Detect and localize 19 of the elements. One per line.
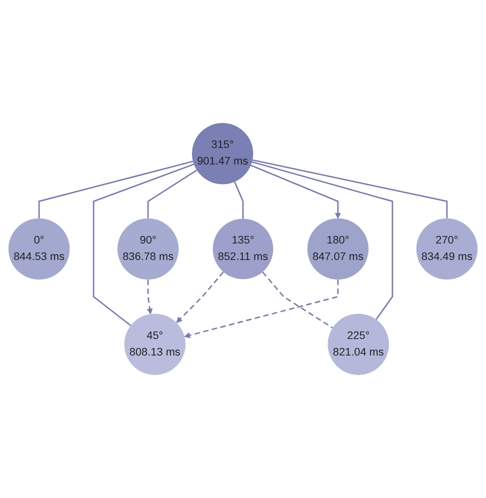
arrow [146,280,153,314]
node-circle: 180° 847.07 ms [307,218,369,280]
connector [234,182,244,219]
node-circle: 135° 852.11 ms [212,218,274,280]
node-circle: 315° 901.47 ms [192,123,254,184]
connector [252,161,394,320]
connector [92,164,194,326]
arrow [250,164,341,219]
arrow [184,280,339,338]
node-circle: 0° 844.53 ms [8,218,70,280]
node-circle: 90° 836.78 ms [117,218,179,280]
node-circle: 225° 821.04 ms [328,314,389,375]
connector [38,160,194,218]
connector [252,159,448,218]
arrow [176,272,224,323]
node-circle: 270° 834.49 ms [416,218,478,280]
connector [262,272,333,328]
node-circle: 45° 808.13 ms [124,314,186,375]
connector [147,170,198,218]
